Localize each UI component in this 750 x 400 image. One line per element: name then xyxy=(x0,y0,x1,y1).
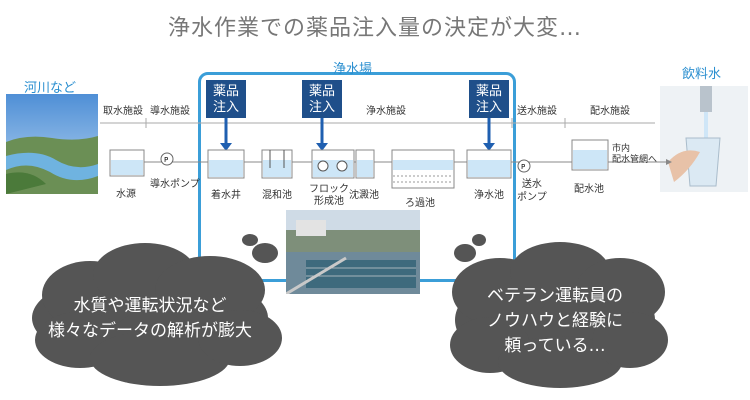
transmission-pump-label: 送水 ポンプ xyxy=(517,179,547,203)
filter-basin-label: ろ過池 xyxy=(405,198,435,209)
sedimentation-basin-label: 沈澱池 xyxy=(349,190,379,201)
drinking-water-label: 飲料水 xyxy=(682,67,722,82)
conveyance-pump-label: 導水ポンプ xyxy=(150,179,200,190)
svg-text:P: P xyxy=(164,156,168,164)
water-source-label: 水源 xyxy=(116,189,136,200)
floc-basin-label: フロック 形成池 xyxy=(309,184,349,207)
city-mains-label: 市内 配水管網へ xyxy=(612,144,658,165)
svg-text:P: P xyxy=(521,163,525,171)
river-photo xyxy=(6,94,98,194)
mixing-basin-label: 混和池 xyxy=(262,190,292,201)
chemical-injection-box: 薬品 注入 xyxy=(206,80,246,118)
section-purification: 浄水施設 xyxy=(366,106,406,117)
chemical-injection-box: 薬品 注入 xyxy=(302,80,342,118)
section-intake: 取水施設 xyxy=(103,106,143,117)
receiving-well-label: 着水井 xyxy=(211,190,241,201)
water-plant-photo xyxy=(286,210,420,294)
chemical-injection-box: 薬品 注入 xyxy=(469,80,509,118)
section-conveyance: 導水施設 xyxy=(150,106,190,117)
distribution-reservoir-label: 配水池 xyxy=(574,184,604,195)
section-transmission: 送水施設 xyxy=(517,106,557,117)
left-cloud-text: 水質や運転状況など 様々なデータの解析が膨大 xyxy=(48,296,252,341)
section-distribution: 配水施設 xyxy=(590,106,630,117)
clear-water-basin-label: 浄水池 xyxy=(474,190,504,201)
right-cloud-text: ベテラン運転員の ノウハウと経験に 頼っている… xyxy=(487,286,623,356)
plant-label: 浄水場 xyxy=(333,62,373,77)
river-label: 河川など xyxy=(24,81,77,96)
drinking-water-photo xyxy=(660,86,748,192)
page-title: 浄水作業での薬品注入量の決定が大変… xyxy=(167,16,582,41)
